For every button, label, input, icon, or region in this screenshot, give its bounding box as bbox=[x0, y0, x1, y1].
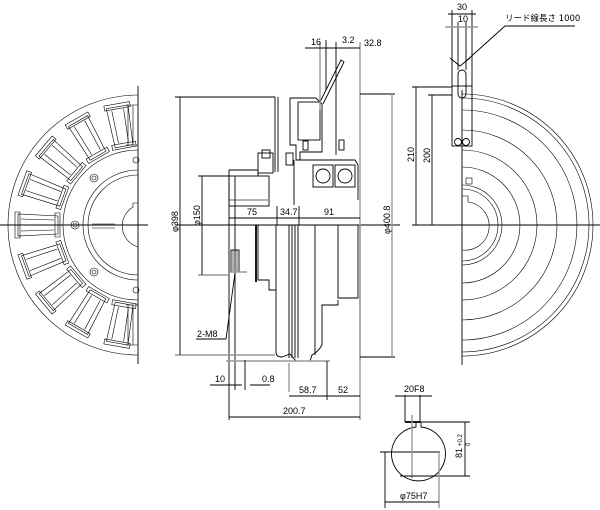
stator-step bbox=[228, 169, 259, 176]
coil-pocket bbox=[14, 211, 61, 239]
lead-wire-outlet bbox=[457, 69, 467, 99]
bolt-hole bbox=[132, 286, 140, 294]
ring-arc bbox=[461, 129, 558, 321]
set-screw bbox=[465, 177, 473, 185]
coil-pin bbox=[302, 140, 309, 151]
label-2-m8: 2-M8 bbox=[197, 329, 218, 339]
dim-bore-dia: φ75H7 bbox=[400, 491, 427, 501]
coil-pocket bbox=[34, 265, 87, 315]
ring-arc bbox=[461, 149, 538, 301]
clamp-block bbox=[257, 152, 274, 174]
hub-flange-arc bbox=[62, 149, 139, 301]
dim-0-8: 0.8 bbox=[262, 374, 275, 384]
dim-30: 30 bbox=[457, 2, 467, 12]
bolt-hole bbox=[89, 267, 99, 277]
terminal bbox=[454, 138, 462, 146]
ring-arc bbox=[461, 184, 503, 266]
dim-key-tol-lower: 0 bbox=[466, 442, 472, 446]
lower-step-1 bbox=[257, 225, 276, 291]
terminal-box bbox=[451, 85, 473, 147]
dim-d150: φ150 bbox=[192, 205, 202, 226]
dim-16: 16 bbox=[311, 37, 321, 47]
dim-d400-8: φ400.8 bbox=[382, 206, 392, 234]
coil-pocket bbox=[103, 101, 137, 151]
coil-pocket bbox=[64, 286, 110, 339]
lower-profile bbox=[275, 225, 339, 362]
lower-right-block bbox=[337, 225, 359, 299]
bolt-holes bbox=[70, 156, 140, 294]
dim-210: 210 bbox=[406, 147, 416, 162]
dim-key-tol-upper: +0.2 bbox=[458, 433, 464, 446]
bearing-ball bbox=[315, 168, 331, 184]
coil-pocket-partial bbox=[126, 104, 138, 146]
lead-note-leader bbox=[464, 25, 575, 63]
ring-arc bbox=[461, 166, 521, 284]
clamp-nut bbox=[261, 149, 271, 159]
lead-wire bbox=[319, 59, 345, 105]
dim-200-7: 200.7 bbox=[283, 406, 306, 416]
bore-profile bbox=[461, 195, 490, 251]
coil-pocket bbox=[34, 135, 87, 185]
dim-58-7: 58.7 bbox=[299, 385, 317, 395]
bore-arc bbox=[121, 202, 139, 248]
coil-pocket bbox=[103, 299, 137, 349]
coil-housing bbox=[289, 97, 323, 161]
bolt-hole-inner bbox=[91, 269, 97, 275]
coil bbox=[297, 101, 321, 141]
bearing-ball bbox=[337, 168, 353, 184]
bolt-head bbox=[285, 152, 294, 166]
ring-arc bbox=[461, 109, 578, 341]
bore-detail-view: 20F8 81 +0.2 0 φ75H7 bbox=[380, 384, 472, 508]
dim-3-2: 3.2 bbox=[342, 35, 355, 45]
coil-pockets bbox=[14, 101, 138, 349]
hub-inner-arc-2 bbox=[87, 174, 139, 276]
dim-32-8: 32.8 bbox=[364, 38, 382, 48]
pin bbox=[338, 139, 345, 151]
bearing-right bbox=[334, 164, 356, 188]
bolt-hole bbox=[89, 173, 99, 183]
bolt-hole-inner bbox=[72, 222, 78, 228]
terminal bbox=[462, 138, 470, 146]
leader-2m8 bbox=[196, 272, 236, 340]
dim-10: 10 bbox=[215, 374, 225, 384]
bolt-hole-inner bbox=[91, 175, 97, 181]
bolt-hole bbox=[132, 156, 140, 164]
dim-d398: φ398 bbox=[170, 211, 180, 232]
ring-arc bbox=[461, 97, 590, 353]
hub-inner-arc bbox=[82, 169, 139, 281]
coil-pocket bbox=[17, 170, 70, 210]
concentric-rings bbox=[461, 93, 594, 357]
bore-outline bbox=[391, 422, 446, 482]
side-section-view: φ398 φ150 φ400.8 75 34.7 91 16 3.2 32.8 … bbox=[170, 35, 400, 420]
dim-key-depth: 81 bbox=[454, 448, 464, 458]
dim-10: 10 bbox=[458, 14, 468, 24]
dim-key-width: 20F8 bbox=[404, 384, 425, 394]
bearing-left bbox=[312, 164, 334, 188]
ring-arc bbox=[461, 188, 499, 262]
bearing-housing bbox=[300, 159, 359, 200]
coil-pocket bbox=[17, 240, 70, 280]
wire-fan bbox=[449, 57, 471, 67]
coil-pocket bbox=[64, 111, 110, 164]
dim-52: 52 bbox=[338, 385, 348, 395]
dim-75: 75 bbox=[247, 207, 257, 217]
right-end-view: 30 10 リード線長さ 1000 210 200 bbox=[406, 2, 600, 365]
dim-91: 91 bbox=[324, 207, 334, 217]
coil-pocket-partial bbox=[126, 304, 138, 346]
bolt-hole bbox=[70, 220, 80, 230]
dim-34-7: 34.7 bbox=[280, 207, 298, 217]
outer-rim-arc bbox=[7, 94, 139, 356]
left-end-view bbox=[0, 86, 148, 364]
ring-arc bbox=[461, 93, 594, 357]
lead-length-note: リード線長さ 1000 bbox=[505, 13, 580, 24]
dim-200: 200 bbox=[422, 148, 432, 163]
